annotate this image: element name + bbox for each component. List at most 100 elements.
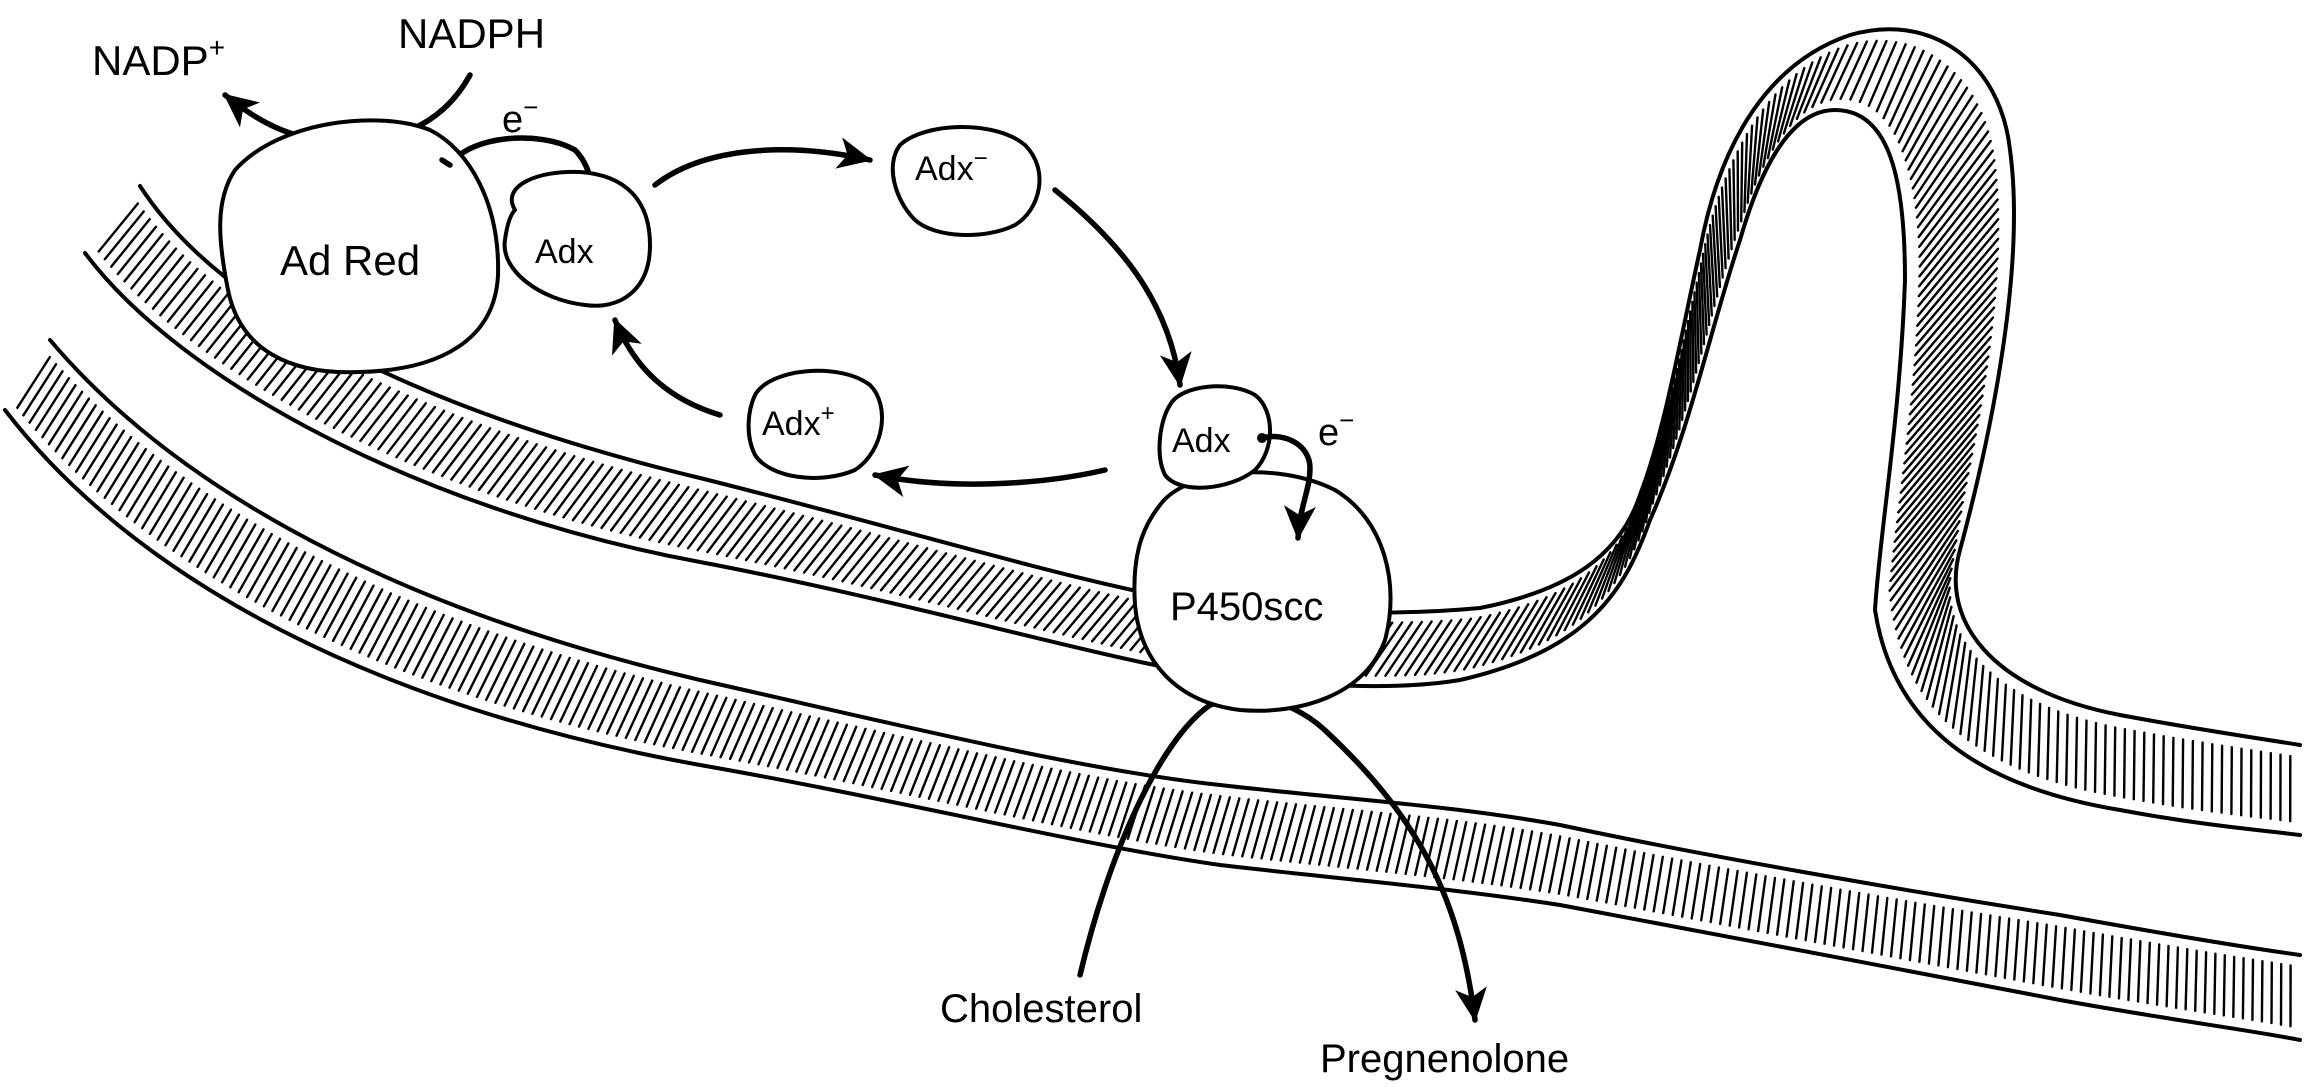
- membrane-hatch-line: [341, 382, 382, 434]
- membrane-hatch-line: [1471, 823, 1487, 883]
- membrane-hatch-line: [421, 617, 454, 679]
- membrane-hatch-line: [1528, 831, 1543, 891]
- membrane-hatch-line: [879, 544, 919, 592]
- membrane-hatch-line: [2132, 729, 2136, 801]
- membrane-hatch-line: [2161, 735, 2165, 806]
- membrane-hatch-line: [457, 630, 490, 692]
- membrane-hatch-line: [103, 441, 140, 499]
- membrane-hatch-line: [1697, 271, 1703, 355]
- membrane-hatch-line: [1289, 804, 1307, 863]
- membrane-hatch-line: [1829, 41, 1859, 102]
- membrane-hatch-line: [1915, 237, 2000, 337]
- membrane-hatch-line: [1628, 481, 1648, 560]
- membrane-hatch-line: [1914, 111, 1983, 209]
- membrane-hatch-line: [1482, 606, 1521, 666]
- membrane-hatch-line: [466, 633, 499, 695]
- membrane-hatch-line: [512, 648, 544, 710]
- membrane-hatch-line: [1900, 548, 1956, 649]
- membrane-hatch-line: [1662, 396, 1672, 478]
- membrane-hatch-line: [2193, 949, 2198, 1013]
- membrane-hatch-line: [1652, 855, 1665, 913]
- membrane-hatch-line: [2181, 738, 2185, 809]
- membrane-hatch-line: [1804, 883, 1814, 942]
- membrane-hatch-line: [605, 674, 635, 735]
- membrane-hatch-line: [700, 696, 728, 755]
- membrane-hatch-line: [395, 405, 437, 459]
- membrane-hatch-line: [412, 613, 445, 676]
- membrane-hatch-line: [1537, 582, 1575, 646]
- membrane-hatch-line: [2046, 706, 2051, 781]
- membrane-hatch-line: [403, 610, 436, 673]
- membrane-hatch-line: [314, 572, 349, 634]
- membrane-hatch-line: [1491, 603, 1530, 664]
- membrane-hatch-line: [1918, 168, 1997, 268]
- membrane-hatch-line: [2013, 918, 2020, 981]
- membrane-hatch-line: [1914, 257, 1999, 357]
- membrane-hatch-line: [1909, 86, 1969, 181]
- p450scc-blob: [1132, 470, 1393, 713]
- membrane-hatch-line: [2136, 940, 2142, 1003]
- membrane-hatch-line: [1892, 520, 1961, 621]
- membrane-hatch-line: [503, 645, 535, 707]
- membrane-hatch-line: [2093, 721, 2098, 794]
- membrane-hatch-line: [754, 512, 795, 564]
- membrane-hatch-line: [1579, 551, 1612, 620]
- ad-red-blob: [218, 118, 501, 375]
- membrane-hatch-line: [1897, 539, 1958, 640]
- membrane-hatch-line: [2000, 683, 2008, 762]
- membrane-hatch-line: [706, 500, 747, 554]
- membrane-hatch-line: [747, 706, 774, 764]
- membrane-hatch-line: [1693, 291, 1698, 374]
- membrane-hatch-line: [1250, 800, 1269, 859]
- membrane-hatch-line: [1683, 329, 1688, 412]
- outer-membrane-top-edge: [48, 338, 2302, 957]
- membrane-hatch-line: [1090, 597, 1130, 643]
- membrane-hatch-line: [1757, 100, 1771, 177]
- membrane-hatch-line: [831, 532, 872, 581]
- membrane-hatch-line: [1937, 624, 1958, 716]
- membrane-hatch-line: [297, 564, 332, 626]
- membrane-hatch-line: [1894, 529, 1960, 631]
- membrane-hatch-line: [638, 483, 680, 539]
- membrane-hatch-line: [1890, 510, 1963, 612]
- membrane-hatch-line: [331, 580, 367, 643]
- membrane-hatch-line: [1880, 896, 1889, 956]
- membrane-hatch-line: [1613, 509, 1637, 585]
- membrane-hatch-line: [1462, 611, 1502, 671]
- membrane-hatch-line: [188, 503, 225, 563]
- membrane-hatch-line: [590, 471, 633, 527]
- membrane-hatch-line: [164, 487, 201, 547]
- membrane-hatch-line: [1164, 790, 1184, 847]
- membrane-hatch-line: [648, 486, 690, 541]
- membrane-hatch-line: [1907, 78, 1963, 171]
- membrane-hatch-line: [1346, 809, 1364, 869]
- membrane-hatch-line: [137, 247, 178, 297]
- membrane-hatch-line: [262, 546, 298, 608]
- membrane-hatch-line: [918, 744, 941, 798]
- membrane-hatch-line: [1023, 581, 1062, 627]
- membrane-hatch-line: [1756, 875, 1767, 933]
- membrane-hatch-line: [1183, 792, 1203, 850]
- membrane-hatch-line: [534, 455, 576, 510]
- adx-label: Adx: [535, 233, 594, 271]
- membrane-hatch-line: [1690, 862, 1702, 920]
- membrane-hatch-line: [994, 574, 1034, 620]
- membrane-hatch-line: [975, 756, 997, 810]
- membrane-hatch-line: [2155, 943, 2161, 1006]
- membrane-hatch-line: [870, 542, 910, 590]
- membrane-hatch-line: [1893, 54, 1934, 136]
- membrane-hatch-line: [1012, 763, 1035, 818]
- membrane-hatch-line: [1892, 452, 1974, 553]
- membrane-hatch-line: [1709, 866, 1721, 924]
- membrane-hatch-line: [1917, 149, 1995, 249]
- membrane-hatch-line: [2122, 728, 2127, 799]
- electron-source-dot: [1257, 433, 1267, 443]
- membrane-hatch-line: [690, 694, 719, 753]
- membrane-hatch-line: [596, 672, 626, 733]
- membrane-hatch-line: [540, 656, 571, 718]
- adx-blob: [502, 169, 652, 308]
- membrane-hatch-line: [1231, 798, 1250, 857]
- membrane-hatch-line: [1910, 296, 1997, 396]
- membrane-hatch-line: [109, 217, 151, 268]
- nadp-plus-label: NADP+: [92, 32, 225, 84]
